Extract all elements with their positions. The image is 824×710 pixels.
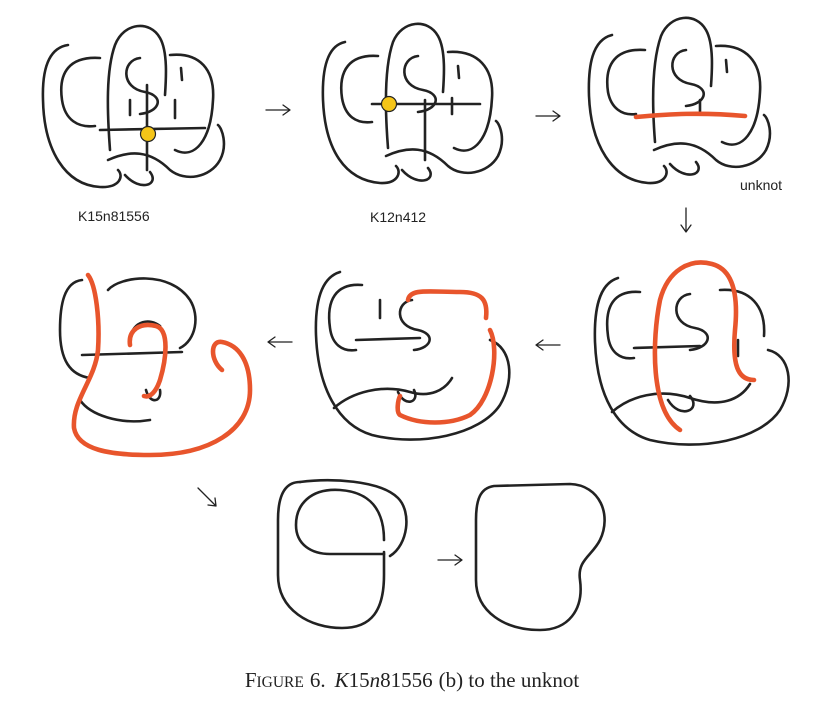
- crossing-marker-1: [139, 125, 157, 143]
- knot-2-label: K12n412: [370, 209, 426, 225]
- knot-3-top-loop: [651, 16, 714, 144]
- knot-4-right-loop: [718, 288, 766, 338]
- knot-6-moved-strand-inner: [127, 322, 168, 399]
- knot-3-inner-s: [671, 48, 705, 108]
- arrow-right-2: [535, 110, 561, 122]
- knot-1-dash-a: [179, 66, 184, 82]
- knot-5-moved-strand-top: [405, 289, 489, 321]
- knot-2-bottom-hook: [400, 166, 432, 182]
- knot-6-moved-strand-left: [71, 272, 253, 458]
- knot-6-top-arc: [106, 277, 197, 350]
- knot-6-lower-arc: [78, 398, 152, 423]
- knot-8-circle: [474, 482, 606, 632]
- knot-diagram-6: [58, 272, 253, 458]
- crossing-marker-2: [380, 95, 398, 113]
- knot-3-right-loop: [714, 44, 762, 146]
- knot-1-outer-loop: [41, 43, 122, 189]
- knot-1-top-loop: [106, 24, 168, 152]
- knot-2-outer-loop: [321, 40, 400, 185]
- knot-diagram-4: [593, 260, 790, 446]
- knot-4-crossbar: [632, 344, 702, 350]
- knot-2-left-arc: [339, 54, 380, 124]
- knot-1-inner-s: [125, 56, 159, 116]
- arrow-right-3: [437, 554, 463, 566]
- knot-5-inner-s: [398, 298, 431, 352]
- knot-3-left-arc: [605, 48, 647, 116]
- knot-3-label: unknot: [740, 177, 782, 193]
- knot-3-dash-a: [724, 58, 729, 74]
- knot-4-lower-arc: [610, 382, 752, 414]
- knot-diagram-2: [321, 22, 504, 185]
- knot-5-moved-strand-bottom: [395, 327, 497, 425]
- knot-5-outer-loop: [314, 270, 511, 441]
- knot-7-top: [298, 478, 408, 558]
- arrow-down-1: [680, 207, 692, 233]
- knot-6-right-hook: [144, 388, 162, 402]
- knot-2-dash-a: [456, 64, 461, 80]
- knot-diagram-7: [276, 478, 408, 630]
- knot-1-lower-arc: [106, 123, 226, 179]
- arrow-left-2: [267, 336, 293, 348]
- knot-5-crossbar: [354, 336, 422, 342]
- knot-3-outer-loop: [587, 33, 668, 185]
- knot-6-left-loop: [58, 278, 92, 380]
- knot-2-lower-arc: [384, 119, 504, 175]
- knot-3-lower-arc: [652, 113, 772, 169]
- knot-1-left-arc: [59, 56, 102, 128]
- knot-diagram-5: [314, 270, 511, 441]
- knot-diagram-8: [474, 482, 606, 632]
- knot-5-lower-arc: [332, 376, 454, 410]
- knot-5-left-arc: [327, 283, 364, 352]
- knot-2-inner-s: [403, 54, 437, 114]
- arrow-diagonal-1: [197, 487, 217, 507]
- knot-diagram-1: [41, 24, 226, 189]
- knot-1-bottom-hook: [123, 170, 154, 187]
- knot-7-outer: [276, 480, 386, 630]
- knot-4-moved-strand: [652, 260, 757, 433]
- knot-1-label: K15n81556: [78, 208, 150, 224]
- knot-3-moved-strand: [633, 111, 748, 120]
- knot-diagram-3: [587, 16, 772, 185]
- knot-4-bottom-hook: [666, 394, 695, 413]
- arrow-left-1: [535, 339, 561, 351]
- arrow-right-1: [265, 104, 291, 116]
- knot-4-inner-s: [675, 292, 709, 352]
- knot-7-inner-loop: [294, 488, 386, 556]
- knot-2-top-loop: [384, 22, 446, 150]
- knot-1-right-loop: [168, 53, 215, 154]
- knot-4-outer-loop: [593, 276, 790, 446]
- knot-3-bottom-hook: [668, 160, 700, 176]
- knot-2-right-loop: [446, 50, 494, 152]
- knot-4-left-arc: [605, 290, 642, 360]
